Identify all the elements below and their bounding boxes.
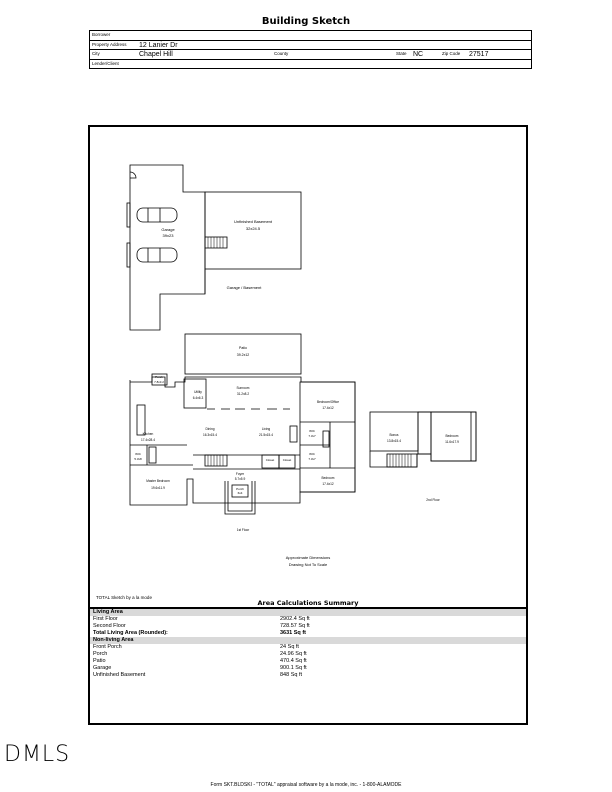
svg-text:31.2x8.2: 31.2x8.2 bbox=[237, 392, 249, 396]
row-label: Garage bbox=[93, 665, 112, 671]
svg-text:6x4: 6x4 bbox=[238, 491, 243, 495]
floor-plan-drawing: Garage 39x23 Unfinished Basement 32x24.5… bbox=[126, 164, 477, 532]
svg-text:Bedroom: Bedroom bbox=[322, 476, 335, 480]
svg-text:1st Floor: 1st Floor bbox=[237, 528, 250, 532]
approximate-dimensions-note: Approximate Dimensions bbox=[285, 555, 331, 560]
svg-text:Patio: Patio bbox=[239, 346, 247, 350]
table-row: Patio 470.4 Sq ft bbox=[90, 658, 526, 665]
zip-value: 27517 bbox=[469, 51, 489, 58]
svg-text:Porch: Porch bbox=[236, 487, 244, 491]
svg-text:Utility: Utility bbox=[194, 390, 202, 394]
svg-text:16.3x15.4: 16.3x15.4 bbox=[203, 433, 217, 437]
svg-text:Dining: Dining bbox=[205, 427, 214, 431]
area-summary-table: Living Area First Floor 2902.4 Sq ft Sec… bbox=[90, 607, 526, 679]
table-row: Second Floor 728.57 Sq ft bbox=[90, 623, 526, 630]
svg-text:17.4x28.4: 17.4x28.4 bbox=[141, 438, 155, 442]
row-label: Front Porch bbox=[93, 644, 122, 650]
header-table: Borrower Property Address 12 Lanier Dr C… bbox=[89, 30, 532, 69]
city-label: City bbox=[92, 51, 100, 56]
svg-text:Garage: Garage bbox=[161, 227, 175, 232]
svg-text:7.3x7: 7.3x7 bbox=[308, 457, 316, 461]
row-value: 24.96 Sq ft bbox=[280, 651, 307, 657]
state-label: State bbox=[396, 51, 407, 56]
not-to-scale-note: Drawing Not To Scale bbox=[288, 562, 328, 567]
city-value: Chapel Hill bbox=[139, 51, 173, 58]
svg-text:13.8x15.4: 13.8x15.4 bbox=[387, 439, 401, 443]
total-value: 3631 Sq ft bbox=[280, 630, 306, 636]
svg-text:17.4x12: 17.4x12 bbox=[322, 406, 334, 410]
svg-text:39.2x12: 39.2x12 bbox=[237, 353, 250, 357]
svg-text:Living: Living bbox=[262, 427, 271, 431]
borrower-row: Borrower bbox=[90, 31, 531, 41]
page-title: Building Sketch bbox=[261, 16, 351, 27]
second-floor-plan: Bonus 13.8x15.4 Bedroom 11.6x17.9 2nd Fl… bbox=[369, 411, 477, 502]
svg-text:19.6x11.9: 19.6x11.9 bbox=[151, 486, 165, 490]
svg-text:WIC: WIC bbox=[135, 452, 142, 456]
svg-text:7.3x7: 7.3x7 bbox=[308, 434, 316, 438]
row-label: Second Floor bbox=[93, 623, 126, 629]
property-address-label: Property Address bbox=[92, 41, 127, 47]
svg-text:39x23: 39x23 bbox=[163, 233, 175, 238]
city-row: City Chapel Hill County State NC Zip Cod… bbox=[90, 50, 531, 60]
svg-text:Garage / Basement: Garage / Basement bbox=[227, 285, 263, 290]
form-footer: Form SKT.BLDSKI - "TOTAL" appraisal soft… bbox=[210, 782, 402, 788]
row-value: 24 Sq ft bbox=[280, 644, 299, 650]
row-label: Porch bbox=[93, 651, 108, 657]
svg-text:WIC: WIC bbox=[309, 429, 316, 433]
nonliving-area-header: Non-living Area bbox=[90, 637, 526, 644]
lender-label: Lender/Client bbox=[92, 60, 119, 66]
svg-text:Porch: Porch bbox=[155, 375, 163, 379]
svg-text:Sunroom: Sunroom bbox=[237, 386, 250, 390]
svg-text:6.4x6.3: 6.4x6.3 bbox=[193, 396, 204, 400]
svg-text:Kitchen: Kitchen bbox=[143, 432, 154, 436]
area-summary-title: Area Calculations Summary bbox=[257, 599, 359, 607]
svg-text:32x24.5: 32x24.5 bbox=[246, 226, 261, 231]
svg-text:21.5x15.4: 21.5x15.4 bbox=[259, 433, 273, 437]
row-label: Patio bbox=[93, 658, 106, 664]
table-row: Garage 900.1 Sq ft bbox=[90, 665, 526, 672]
row-value: 848 Sq ft bbox=[280, 672, 303, 678]
svg-text:11.6x17.9: 11.6x17.9 bbox=[445, 440, 459, 444]
first-floor-plan: Patio 39.2x12 Porch 7.8x3.2 Utility 6.4x… bbox=[129, 333, 356, 532]
garage-basement-plan: Garage 39x23 Unfinished Basement 32x24.5… bbox=[126, 164, 302, 331]
total-label: Total Living Area (Rounded): bbox=[93, 630, 168, 636]
svg-text:Unfinished Basement: Unfinished Basement bbox=[234, 219, 273, 224]
state-value: NC bbox=[413, 51, 424, 58]
table-row: Porch 24.96 Sq ft bbox=[90, 651, 526, 658]
svg-text:Bedroom: Bedroom bbox=[446, 434, 459, 438]
row-label: First Floor bbox=[93, 616, 118, 622]
svg-text:5.7x5.9: 5.7x5.9 bbox=[235, 477, 246, 481]
row-value: 900.1 Sq ft bbox=[280, 665, 307, 671]
svg-text:WIC: WIC bbox=[309, 452, 316, 456]
property-address-row: Property Address 12 Lanier Dr bbox=[90, 41, 531, 50]
total-living-row: Total Living Area (Rounded): 3631 Sq ft bbox=[90, 630, 526, 637]
svg-text:5.3x8: 5.3x8 bbox=[134, 457, 142, 461]
svg-text:Bedroom/Office: Bedroom/Office bbox=[317, 400, 339, 404]
svg-text:Master Bedroom: Master Bedroom bbox=[146, 479, 170, 483]
svg-text:Closet: Closet bbox=[266, 458, 275, 462]
lender-row: Lender/Client bbox=[90, 60, 531, 69]
property-address-value: 12 Lanier Dr bbox=[139, 41, 178, 49]
svg-text:7.8x3.2: 7.8x3.2 bbox=[154, 380, 164, 384]
row-value: 728.57 Sq ft bbox=[280, 623, 310, 629]
county-label: County bbox=[274, 51, 289, 56]
row-value: 470.4 Sq ft bbox=[280, 658, 307, 664]
dmls-watermark: DMLS bbox=[4, 742, 71, 767]
total-sketch-credit: TOTAL Sketch by a la mode bbox=[96, 595, 152, 600]
living-area-header: Living Area bbox=[90, 609, 526, 616]
table-row: Front Porch 24 Sq ft bbox=[90, 644, 526, 651]
row-value: 2902.4 Sq ft bbox=[280, 616, 310, 622]
svg-text:Foyer: Foyer bbox=[236, 472, 245, 476]
row-label: Unfinished Basement bbox=[93, 672, 146, 678]
sketch-frame: Garage 39x23 Unfinished Basement 32x24.5… bbox=[88, 125, 528, 725]
svg-text:17.4x12: 17.4x12 bbox=[322, 482, 334, 486]
svg-text:2nd Floor: 2nd Floor bbox=[426, 498, 440, 502]
zip-label: Zip Code bbox=[442, 51, 461, 56]
svg-text:Bonus: Bonus bbox=[389, 433, 398, 437]
table-row: Unfinished Basement 848 Sq ft bbox=[90, 672, 526, 679]
table-row: First Floor 2902.4 Sq ft bbox=[90, 616, 526, 623]
svg-text:Closet: Closet bbox=[283, 458, 292, 462]
borrower-label: Borrower bbox=[92, 32, 111, 37]
